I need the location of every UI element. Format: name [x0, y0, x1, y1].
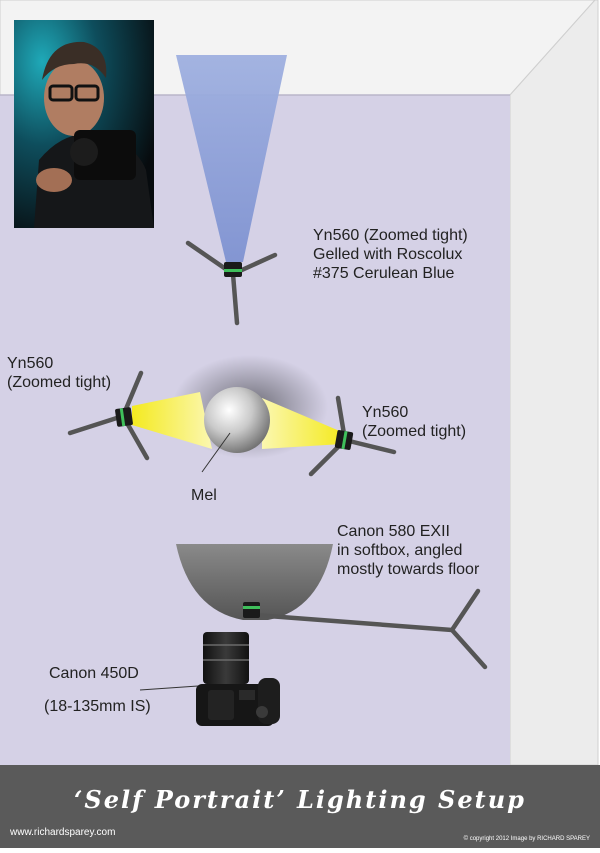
- left-light-label-line-1: Yn560: [7, 355, 54, 372]
- right-light-head-icon: [334, 430, 354, 450]
- back-light-label-line-2: Gelled with Roscolux: [313, 246, 463, 263]
- left-light-label: Yn560 (Zoomed tight): [7, 354, 111, 392]
- camera-pointer-line: [139, 685, 199, 691]
- right-light-label-line-2: (Zoomed tight): [362, 423, 467, 440]
- portrait-photo: [14, 20, 154, 228]
- softbox-label-line-2: in softbox, angled: [337, 542, 463, 559]
- subject-pointer-line: [201, 432, 231, 473]
- back-light-head-icon: [224, 262, 242, 277]
- copyright-notice: © copyright 2012 Image by RICHARD SPAREY: [463, 836, 590, 842]
- softbox-label-line-3: mostly towards floor: [337, 561, 480, 578]
- camera-icon: [196, 632, 280, 726]
- left-light-head-icon: [115, 407, 133, 427]
- camera-model-label: Canon 450D: [49, 665, 139, 682]
- back-light-label-line-3: #375 Cerulean Blue: [313, 265, 455, 282]
- left-light-label-line-2: (Zoomed tight): [7, 374, 112, 391]
- right-light-label: Yn560 (Zoomed tight): [362, 403, 466, 441]
- left-light-beam: [132, 392, 212, 449]
- camera-lens-label: (18-135mm IS): [44, 698, 151, 715]
- softbox-label: Canon 580 EXII in softbox, angled mostly…: [337, 522, 479, 579]
- footer-band: [0, 765, 600, 848]
- softbox-label-line-1: Canon 580 EXII: [337, 523, 450, 540]
- back-light-beam: [176, 55, 287, 262]
- right-wall: [509, 0, 599, 766]
- back-light-label: Yn560 (Zoomed tight) Gelled with Roscolu…: [313, 226, 468, 283]
- website-link[interactable]: www.richardsparey.com: [10, 827, 116, 838]
- subject-sphere: [204, 387, 270, 453]
- subject-label: Mel: [191, 487, 217, 504]
- back-light-label-line-1: Yn560 (Zoomed tight): [313, 227, 468, 244]
- right-light-label-line-1: Yn560: [362, 404, 409, 421]
- diagram-title: ‘Self Portrait’ Lighting Setup: [74, 785, 526, 814]
- softbox-flash-head-icon: [243, 602, 260, 618]
- softbox-stand: [252, 588, 488, 670]
- softbox-icon: [176, 544, 333, 620]
- right-light-beam: [262, 398, 342, 449]
- portrait-figure: [14, 20, 154, 228]
